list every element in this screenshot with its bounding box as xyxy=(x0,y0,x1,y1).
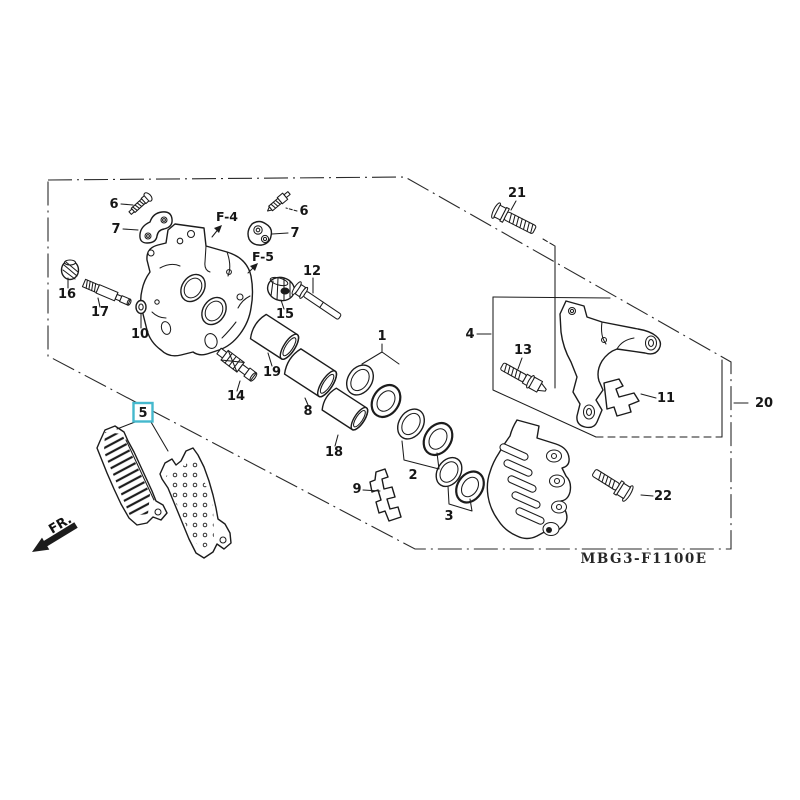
part-6-bleeder-right xyxy=(267,191,291,212)
subassembly-box xyxy=(492,296,723,438)
callout-7a: 7 xyxy=(111,222,120,237)
callout-21: 21 xyxy=(508,186,526,201)
part-1-seal-ring-a xyxy=(345,364,375,396)
callout-10: 10 xyxy=(131,327,149,342)
part-22-bracket-bolt xyxy=(592,469,634,502)
part-13-stud-bolt xyxy=(500,362,547,393)
callout-6b: 6 xyxy=(299,204,308,219)
callout-F5: F-5 xyxy=(252,249,274,264)
part-5-brake-pad-ridged xyxy=(96,425,168,526)
part-4-caliper-bracket xyxy=(559,300,662,429)
leader-bolt21-to-bracket xyxy=(542,238,556,389)
callout-12: 12 xyxy=(303,264,321,279)
fiche-code: MBG3-F1100E xyxy=(580,551,707,567)
callout-7b: 7 xyxy=(290,226,299,241)
callout-22: 22 xyxy=(654,489,672,504)
part-6-bolt-left xyxy=(128,192,153,215)
callout-5[interactable]: 5 xyxy=(138,406,147,421)
part-11-retainer-clip xyxy=(603,378,640,417)
part-21-mount-bolt xyxy=(491,202,537,234)
callout-6a: 6 xyxy=(109,197,118,212)
callout-13: 13 xyxy=(514,343,532,358)
callout-11: 11 xyxy=(657,391,675,406)
part-17-slider-pin xyxy=(81,278,132,306)
callout-19: 19 xyxy=(263,365,281,380)
part-12-pin xyxy=(291,281,342,320)
callout-F4: F-4 xyxy=(216,209,238,224)
part-3-seal-ring-b xyxy=(455,470,485,504)
border-frame xyxy=(47,176,732,550)
part-1-seal-ring-b xyxy=(370,383,402,419)
part-3-seal-ring-a xyxy=(435,456,463,488)
callout-2: 2 xyxy=(408,468,417,483)
callout-3: 3 xyxy=(444,509,453,524)
part-caliper-body xyxy=(140,223,254,357)
part-5-brake-pad-perforated xyxy=(159,447,232,559)
callout-8: 8 xyxy=(303,404,312,419)
part-caliper-outer-half xyxy=(486,419,572,540)
leader-lines xyxy=(67,200,749,512)
highlight-box-5[interactable] xyxy=(132,401,154,423)
fr-direction-arrow: FR. xyxy=(32,512,78,552)
callout-20: 20 xyxy=(755,396,773,411)
callout-15: 15 xyxy=(276,307,294,322)
callout-16: 16 xyxy=(58,287,76,302)
callout-18: 18 xyxy=(325,445,343,460)
part-9-pad-spring xyxy=(369,468,402,522)
part-2-seal-ring-b xyxy=(422,421,454,457)
part-15-boot xyxy=(266,276,296,302)
part-14-pin-bolt xyxy=(216,347,258,382)
callout-17: 17 xyxy=(91,305,109,320)
callout-4: 4 xyxy=(465,327,474,342)
callout-1: 1 xyxy=(377,329,386,344)
part-7-clamp-right xyxy=(247,220,273,246)
callout-9: 9 xyxy=(352,482,361,497)
part-18-piston xyxy=(321,387,369,431)
section-ref-arrows xyxy=(211,225,258,274)
part-16-cap-nut xyxy=(60,259,80,281)
part-7-clamp-left xyxy=(139,211,173,244)
part-10-washer xyxy=(135,299,147,315)
callout-14: 14 xyxy=(227,389,245,404)
part-8-piston xyxy=(283,348,338,398)
part-19-piston xyxy=(249,313,300,360)
part-2-seal-ring-a xyxy=(396,408,426,440)
